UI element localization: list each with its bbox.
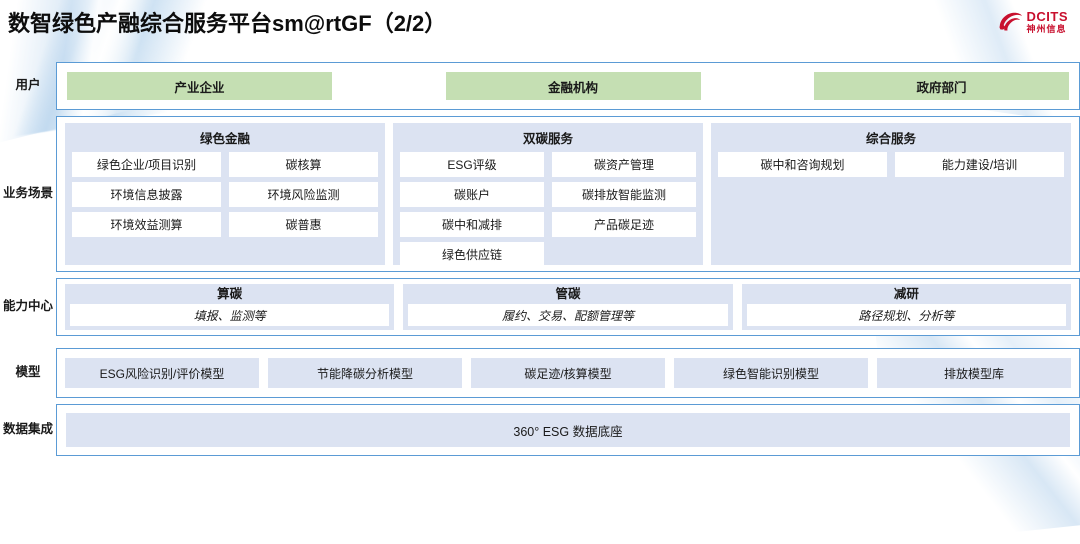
row-business-box: 绿色金融 绿色企业/项目识别 碳核算 环境信息披露 环境风险监测 环境效益测算 … xyxy=(56,116,1080,272)
row-business-scenario: 业务场景 绿色金融 绿色企业/项目识别 碳核算 环境信息披露 环境风险监测 环境… xyxy=(0,116,1080,272)
scenario-cell[interactable]: 绿色供应链 xyxy=(400,242,544,267)
scenario-cell[interactable]: 碳排放智能监测 xyxy=(552,182,696,207)
scenario-cell[interactable]: 产品碳足迹 xyxy=(552,212,696,237)
capability-subtitle: 填报、监测等 xyxy=(70,304,390,326)
model-chip[interactable]: 绿色智能识别模型 xyxy=(674,358,868,388)
scenario-cell-placeholder xyxy=(552,242,696,267)
scenario-cell[interactable]: 碳账户 xyxy=(400,182,544,207)
model-chip[interactable]: 排放模型库 xyxy=(877,358,1071,388)
dcits-swoosh-logo-icon xyxy=(999,12,1022,31)
scenario-cell[interactable]: 能力建设/培训 xyxy=(895,152,1064,177)
capability-title: 算碳 xyxy=(217,287,243,301)
row-label-data-integration: 数据集成 xyxy=(2,422,53,437)
model-chip[interactable]: 节能降碳分析模型 xyxy=(268,358,462,388)
row-label-model: 模型 xyxy=(15,365,41,380)
panel-comprehensive-service: 综合服务 碳中和咨询规划 能力建设/培训 xyxy=(711,123,1071,265)
row-data-box: 360° ESG 数据底座 xyxy=(56,404,1080,456)
scenario-cell[interactable]: 绿色企业/项目识别 xyxy=(72,152,221,177)
capability-subtitle: 路径规划、分析等 xyxy=(746,304,1066,326)
data-foundation-chip[interactable]: 360° ESG 数据底座 xyxy=(66,413,1070,447)
user-chip-financial[interactable]: 金融机构 xyxy=(445,72,701,100)
capability-manage-carbon[interactable]: 管碳 履约、交易、配额管理等 xyxy=(403,284,733,330)
user-chip-industry[interactable]: 产业企业 xyxy=(67,72,332,100)
scenario-cell[interactable]: 环境信息披露 xyxy=(72,182,221,207)
brand-logo: DCITS 神州信息 xyxy=(997,8,1069,36)
capability-reduce-research[interactable]: 减研 路径规划、分析等 xyxy=(741,284,1071,330)
scenario-cell[interactable]: ESG评级 xyxy=(400,152,544,177)
row-capability-center: 能力中心 算碳 填报、监测等 管碳 履约、交易、配额管理等 减研 路径规划、分析… xyxy=(0,278,1080,336)
scenario-cell[interactable]: 碳普惠 xyxy=(229,212,378,237)
row-label-capability-center: 能力中心 xyxy=(2,299,53,314)
scenario-cell[interactable]: 碳资产管理 xyxy=(552,152,696,177)
row-model: 模型 ESG风险识别/评价模型 节能降碳分析模型 碳足迹/核算模型 绿色智能识别… xyxy=(0,348,1080,398)
scenario-cell[interactable]: 碳中和咨询规划 xyxy=(718,152,887,177)
logo-wordmark: DCITS 神州信息 xyxy=(1027,10,1069,34)
model-chip[interactable]: 碳足迹/核算模型 xyxy=(471,358,665,388)
row-model-box: ESG风险识别/评价模型 节能降碳分析模型 碳足迹/核算模型 绿色智能识别模型 … xyxy=(56,348,1080,398)
capability-calc-carbon[interactable]: 算碳 填报、监测等 xyxy=(65,284,395,330)
row-capability-box: 算碳 填报、监测等 管碳 履约、交易、配额管理等 减研 路径规划、分析等 xyxy=(56,278,1080,336)
logo-text-en: DCITS xyxy=(1026,9,1068,24)
model-chip[interactable]: ESG风险识别/评价模型 xyxy=(65,358,259,388)
row-data-integration: 数据集成 360° ESG 数据底座 xyxy=(0,404,1080,456)
scenario-cell[interactable]: 碳中和减排 xyxy=(400,212,544,237)
row-user: 用户 产业企业 金融机构 政府部门 xyxy=(0,62,1080,110)
row-label-business-scenario: 业务场景 xyxy=(2,186,53,201)
scenario-cell[interactable]: 碳核算 xyxy=(229,152,378,177)
panel-green-finance: 绿色金融 绿色企业/项目识别 碳核算 环境信息披露 环境风险监测 环境效益测算 … xyxy=(65,123,385,265)
panel-dual-carbon-service: 双碳服务 ESG评级 碳资产管理 碳账户 碳排放智能监测 碳中和减排 产品碳足迹… xyxy=(393,123,703,267)
scenario-cell[interactable]: 环境风险监测 xyxy=(229,182,378,207)
capability-title: 减研 xyxy=(893,287,919,301)
page-title: 数智绿色产融综合服务平台sm@rtGF（2/2） xyxy=(8,11,447,36)
panel-title-comprehensive: 综合服务 xyxy=(865,132,916,146)
row-user-box: 产业企业 金融机构 政府部门 xyxy=(56,62,1080,110)
user-chip-government[interactable]: 政府部门 xyxy=(814,72,1069,100)
panel-title-dual-carbon: 双碳服务 xyxy=(522,132,573,146)
panel-title-green-finance: 绿色金融 xyxy=(199,132,250,146)
row-label-user: 用户 xyxy=(15,78,41,93)
page-header: 数智绿色产融综合服务平台sm@rtGF（2/2） DCITS 神州信息 xyxy=(0,0,1080,46)
capability-subtitle: 履约、交易、配额管理等 xyxy=(408,304,728,326)
logo-text-cn: 神州信息 xyxy=(1026,24,1067,34)
capability-title: 管碳 xyxy=(555,287,581,301)
scenario-cell[interactable]: 环境效益测算 xyxy=(72,212,221,237)
